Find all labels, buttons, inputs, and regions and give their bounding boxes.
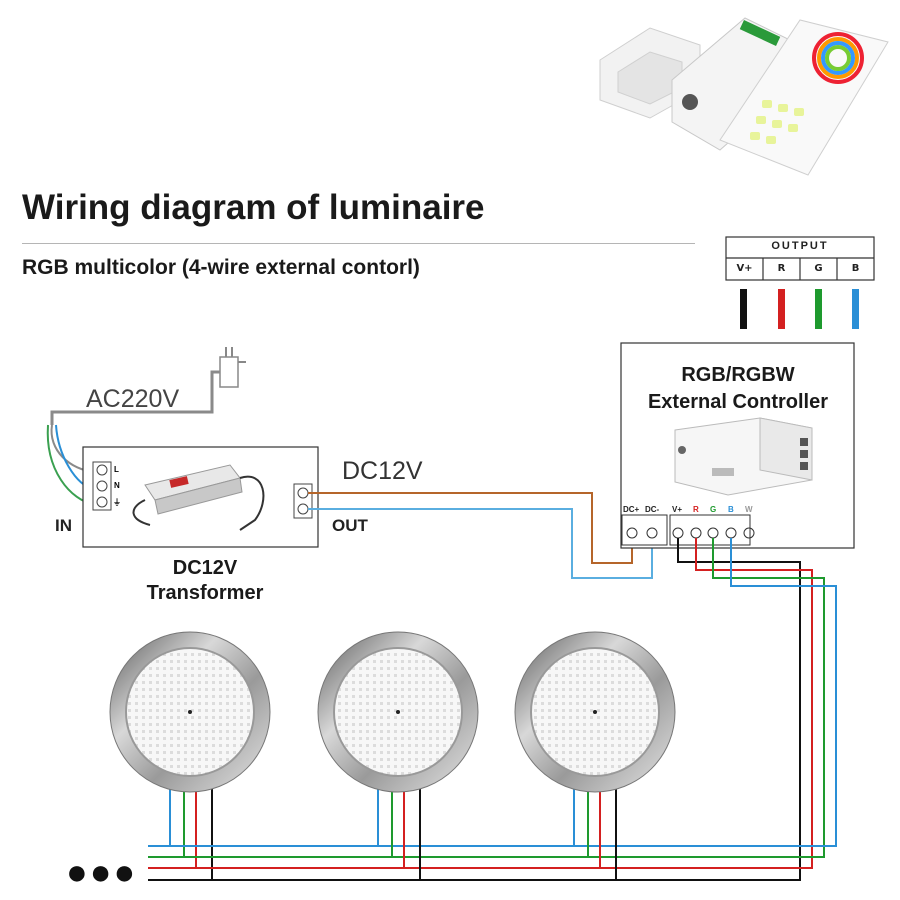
green-wire — [183, 538, 825, 858]
output-col-b: B — [851, 263, 860, 274]
transformer-caption-line2: Transformer — [146, 582, 264, 604]
output-table-title: OUTPUT — [771, 240, 829, 252]
v-plus-wire — [211, 538, 801, 881]
controller-title-line2: External Controller — [647, 391, 829, 413]
remote-control-icon — [719, 19, 889, 176]
input-terminal-block — [92, 461, 112, 511]
led-driver-icon — [132, 464, 265, 531]
light-3-drops — [573, 780, 617, 880]
terminal-vplus-label: V+ — [672, 505, 683, 514]
terminal-earth-label: ⏚ — [113, 498, 121, 507]
transformer-box — [82, 446, 319, 548]
title-divider — [22, 243, 695, 244]
pool-light-icon — [109, 631, 271, 793]
bus-extension — [148, 845, 212, 881]
light-2-drops — [377, 780, 421, 880]
output-table — [725, 236, 875, 329]
red-wire — [195, 538, 813, 869]
terminal-b-label: B — [728, 505, 734, 514]
controller-terminal-block — [621, 514, 755, 546]
dc-positive-wire — [308, 492, 633, 564]
dc-voltage-label: DC12V — [342, 457, 423, 485]
pool-light-icon — [317, 631, 479, 793]
output-col-g: G — [814, 263, 823, 274]
terminal-dc-minus-label: DC- — [645, 505, 660, 514]
transformer-caption-line1: DC12V — [172, 557, 238, 579]
controller-module-icon — [674, 417, 813, 496]
ac-cable — [50, 370, 220, 425]
transformer-output-label: OUT — [332, 516, 368, 535]
terminal-w-label: W — [745, 505, 753, 514]
transformer-input-label: IN — [55, 516, 72, 535]
terminal-g-label: G — [710, 505, 717, 514]
controller-title-line1: RGB/RGBW — [681, 364, 795, 386]
pool-light-icon — [514, 631, 676, 793]
rgb-controller-icon — [671, 17, 791, 151]
terminal-l-label: L — [114, 465, 119, 474]
terminal-n-label: N — [114, 481, 120, 490]
page-subtitle: RGB multicolor (4-wire external contorl) — [22, 256, 420, 279]
terminal-dc-plus-label: DC+ — [623, 505, 640, 514]
plug-icon — [219, 347, 246, 388]
controller-title: RGB/RGBW External Controller — [622, 362, 854, 416]
transformer-caption: DC12V Transformer — [110, 556, 300, 606]
terminal-r-label: R — [693, 505, 699, 514]
page-title: Wiring diagram of luminaire — [22, 188, 485, 227]
output-col-vplus: V+ — [736, 263, 753, 274]
blue-wire — [169, 538, 837, 847]
output-terminal-block — [293, 483, 313, 519]
ac-voltage-label: AC220V — [86, 385, 180, 413]
more-lights-indicator: ●●● — [66, 851, 138, 892]
output-col-r: R — [777, 263, 786, 274]
dc-negative-wire — [308, 508, 653, 579]
